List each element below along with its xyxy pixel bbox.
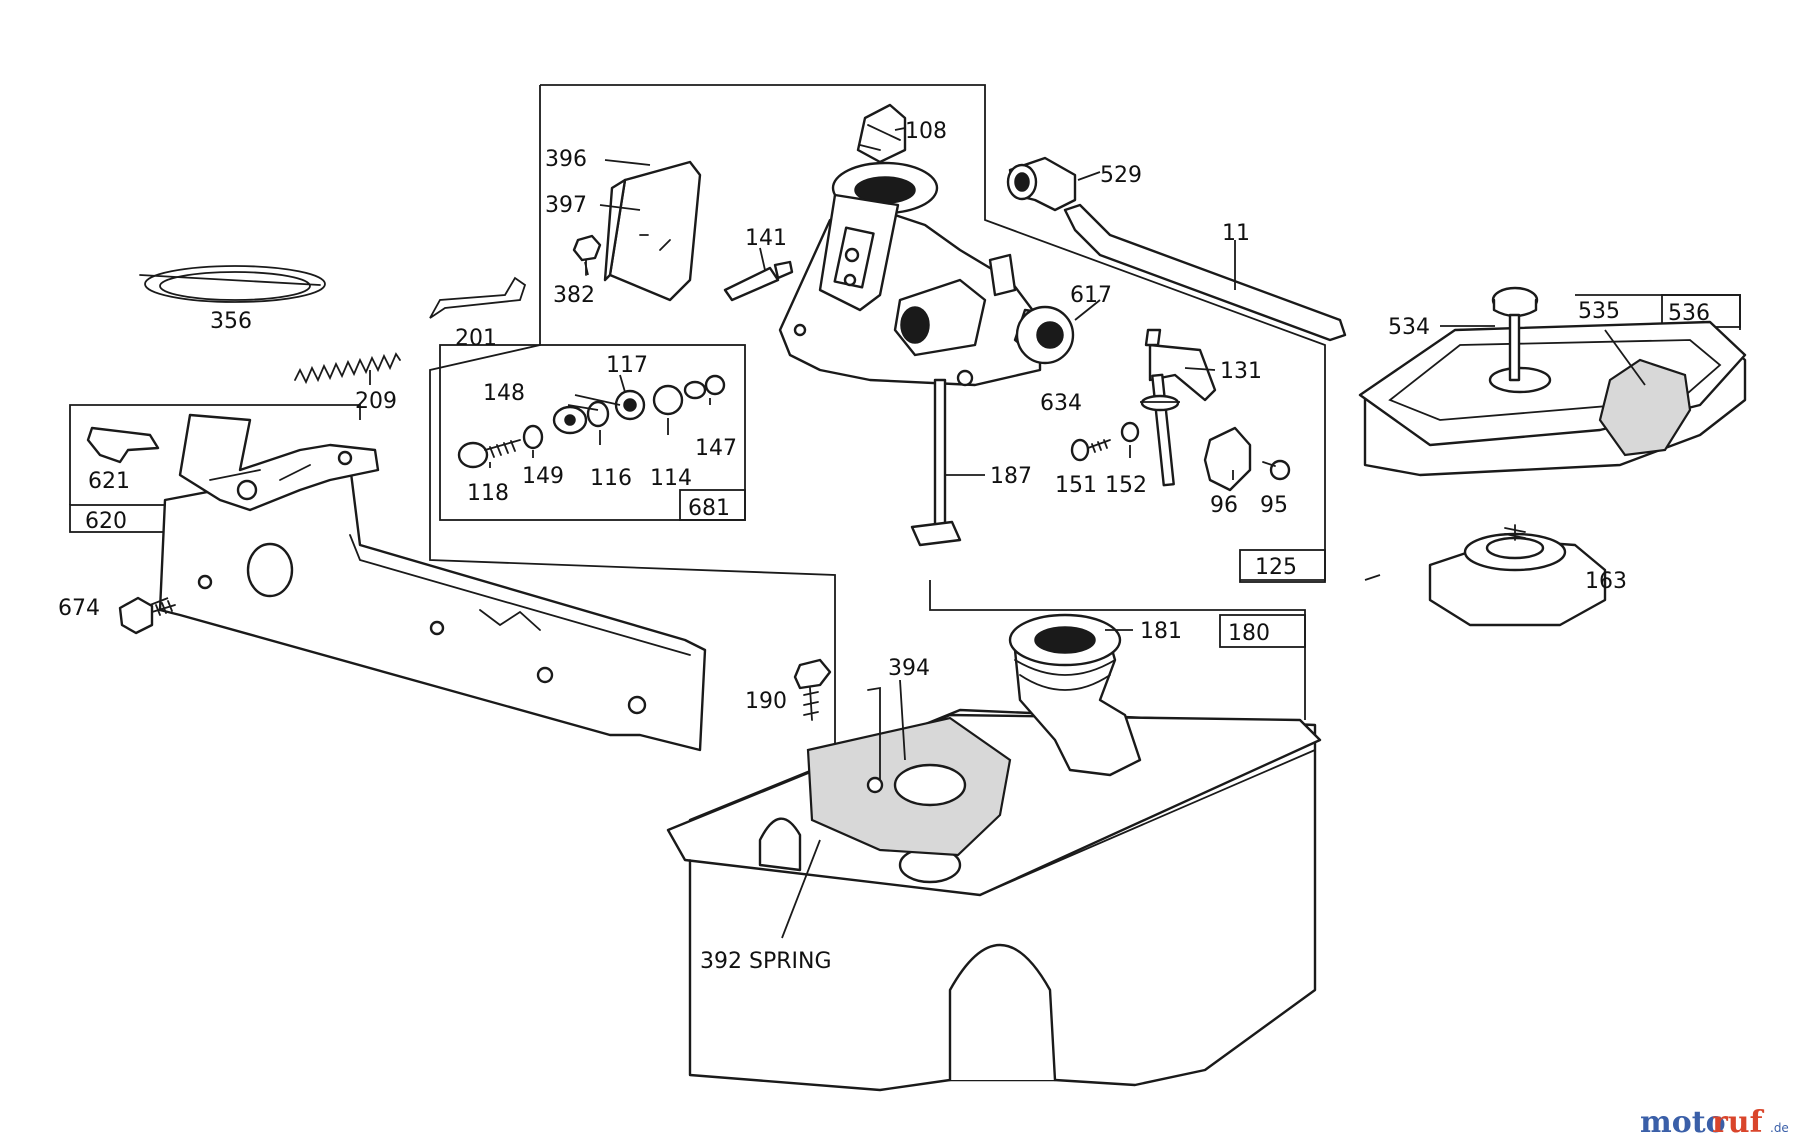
label-356: 356 [210,309,252,334]
watermark-suffix: .de [1770,1121,1789,1135]
part-labels: 396 397 382 108 529 11 141 617 131 634 1… [58,119,1710,974]
screw-190 [793,658,832,721]
watermark-logo: moto ruf .de [1640,1105,1789,1140]
label-396: 396 [545,147,587,172]
label-621: 621 [88,469,130,494]
label-620: 620 [85,509,127,534]
box-681 [679,489,746,521]
carburetor-body [778,161,1075,387]
filter-element-535 [1598,358,1692,457]
label-382: 382 [553,283,595,308]
label-149: 149 [522,464,564,489]
label-535: 535 [1578,299,1620,324]
label-147: 147 [695,436,737,461]
label-11: 11 [1222,221,1250,246]
needle-141 [723,260,794,302]
governor-bracket [158,413,707,752]
label-187: 187 [990,464,1032,489]
tube-11 [1063,203,1347,342]
box-620-outline [69,404,361,505]
screw-95 [1262,459,1291,481]
label-151: 151 [1055,473,1097,498]
label-163: 163 [1585,569,1627,594]
base-163 [1428,524,1607,627]
label-681: 681 [688,496,730,521]
label-96: 96 [1210,493,1238,518]
throttle-shaft-131 [1140,328,1217,487]
label-181: 181 [1140,619,1182,644]
watermark-part-b: ruf [1712,1105,1765,1140]
label-114: 114 [650,466,692,491]
box-180-outline [929,580,1306,720]
label-190: 190 [745,689,787,714]
label-634: 634 [1040,391,1082,416]
label-125: 125 [1255,555,1297,580]
label-394: 394 [888,656,930,681]
label-209: 209 [355,389,397,414]
label-201: 201 [455,326,497,351]
box-125 [1239,549,1326,583]
leader-lines [149,127,1646,939]
box-125-left-outline [429,85,836,745]
screw-534 [1491,286,1539,382]
screw-151 [1070,421,1140,462]
label-95: 95 [1260,493,1288,518]
label-180: 180 [1228,621,1270,646]
clip-621 [86,426,160,464]
spring-209 [294,352,401,385]
fuel-neck-181 [1008,613,1142,777]
box-681-outline [439,344,746,521]
gasket-356 [139,265,326,303]
label-118: 118 [467,481,509,506]
label-152: 152 [1105,473,1147,498]
plate-108 [856,103,907,164]
label-131: 131 [1220,359,1262,384]
plate-96 [1203,426,1252,492]
label-117: 117 [606,353,648,378]
box-180 [1219,614,1306,648]
label-148: 148 [483,381,525,406]
label-116: 116 [590,466,632,491]
label-617: 617 [1070,283,1112,308]
label-536: 536 [1668,301,1710,326]
gasket-394 [806,686,1012,857]
label-108: 108 [905,119,947,144]
label-392: 392 SPRING [700,949,832,974]
label-141: 141 [745,226,787,251]
screw-674 [118,596,176,635]
label-397: 397 [545,193,587,218]
pipe-187 [910,378,962,547]
box-125-outline [540,84,1326,581]
label-529: 529 [1100,163,1142,188]
choke-block-397 [603,160,702,302]
watermark-part-a: moto [1640,1105,1726,1140]
needle-valve-group-681 [457,374,726,469]
label-674: 674 [58,596,100,621]
elbow-529 [1006,156,1077,212]
rod-201 [429,276,527,319]
label-534: 534 [1388,315,1430,340]
